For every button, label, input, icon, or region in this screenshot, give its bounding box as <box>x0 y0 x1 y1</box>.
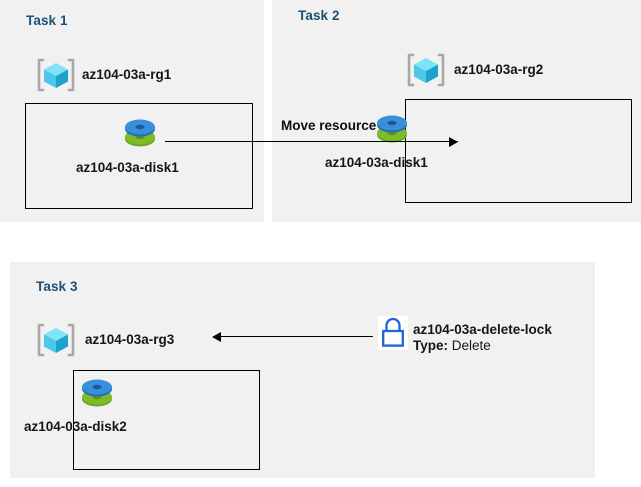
disk-label-disk2: az104-03a-disk2 <box>24 419 127 434</box>
disk-label-disk1: az104-03a-disk1 <box>325 155 428 170</box>
padlock-icon <box>378 316 408 350</box>
disk-icon <box>372 108 412 148</box>
delete-lock-type-line: Type: Delete <box>413 338 552 354</box>
delete-lock-type-value: Delete <box>451 338 491 353</box>
delete-lock-arrow-line <box>218 336 373 338</box>
move-resource-label: Move resource <box>281 118 377 133</box>
resource-container-task2 <box>405 99 632 203</box>
panel-title-task3: Task 3 <box>36 279 78 294</box>
disk-icon <box>120 112 160 152</box>
delete-lock-label-group: az104-03a-delete-lock Type: Delete <box>413 322 552 354</box>
resource-container-task3 <box>73 370 260 470</box>
resource-group-cube-icon <box>37 322 75 358</box>
panel-task1: Task 1 az104-03a-rg1 az104-03a-disk1 <box>0 0 264 222</box>
resource-group-label-rg3: az104-03a-rg3 <box>85 332 175 347</box>
disk-icon <box>77 372 117 412</box>
resource-container-task1 <box>25 103 253 209</box>
disk-label-disk1: az104-03a-disk1 <box>76 160 179 175</box>
panel-title-task2: Task 2 <box>298 8 340 23</box>
panel-task2: Task 2 az104-03a-rg2 az104-03a-disk1 <box>272 0 641 222</box>
delete-lock-name: az104-03a-delete-lock <box>413 322 552 337</box>
move-resource-arrowhead-icon <box>449 136 458 147</box>
resource-group-cube-icon <box>407 52 445 88</box>
move-resource-arrow-line <box>165 141 458 143</box>
resource-group-cube-icon <box>37 57 75 93</box>
panel-title-task1: Task 1 <box>26 13 68 28</box>
resource-group-label-rg1: az104-03a-rg1 <box>82 67 172 82</box>
panel-task3: Task 3 az104-03a-rg3 az104-03a-disk2 <box>10 262 595 478</box>
resource-group-label-rg2: az104-03a-rg2 <box>454 62 544 77</box>
delete-lock-type-key: Type: <box>413 338 449 353</box>
delete-lock-arrowhead-icon <box>212 331 221 342</box>
